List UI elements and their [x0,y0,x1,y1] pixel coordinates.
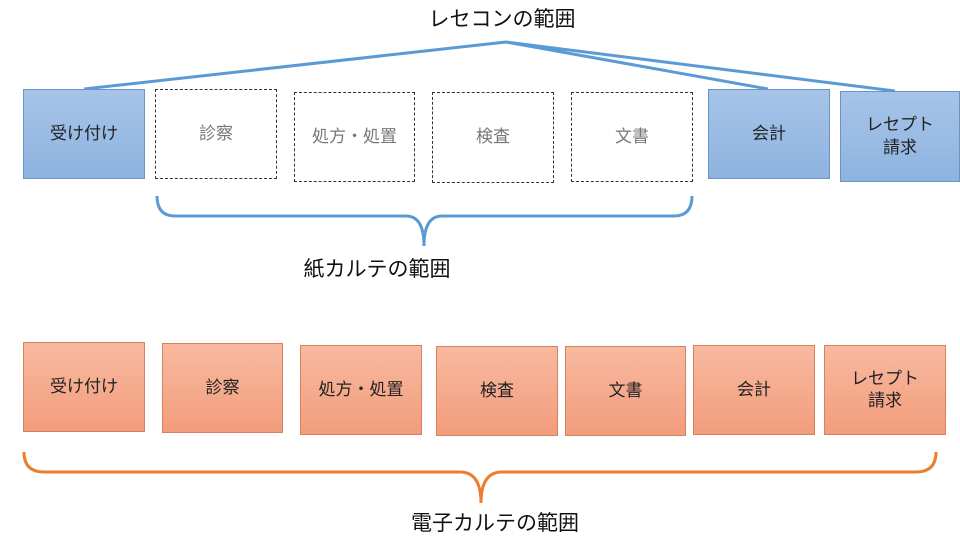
ehr-box-examination: 診察 [162,343,283,433]
ehr-box-prescription: 処方・処置 [300,345,422,435]
receipt-box-receipt-claim: レセプト 請求 [840,91,960,182]
receipt-box-prescription: 処方・処置 [294,92,415,182]
fan-line-receipt-claim [505,40,896,93]
ehr-box-reception: 受け付け [23,342,145,432]
receipt-box-examination: 診察 [155,89,277,179]
electronic-scope-brace [22,451,938,504]
ehr-box-accounting: 会計 [693,345,815,435]
fan-line-accounting [505,40,769,91]
receipt-box-accounting: 会計 [708,89,830,179]
receipt-box-document: 文書 [571,92,693,182]
receipt-scope-title: レセコンの範囲 [428,7,576,31]
ehr-box-test: 検査 [436,346,558,436]
ehr-box-document: 文書 [565,346,686,436]
paper-scope-brace [155,195,694,247]
receipt-box-test: 検査 [432,92,554,183]
fan-line-reception [83,40,507,91]
electronic-scope-title: 電子カルテの範囲 [411,511,579,535]
receipt-box-reception: 受け付け [23,89,145,179]
ehr-box-receipt-claim: レセプト 請求 [824,345,946,435]
paper-scope-title: 紙カルテの範囲 [303,257,451,281]
